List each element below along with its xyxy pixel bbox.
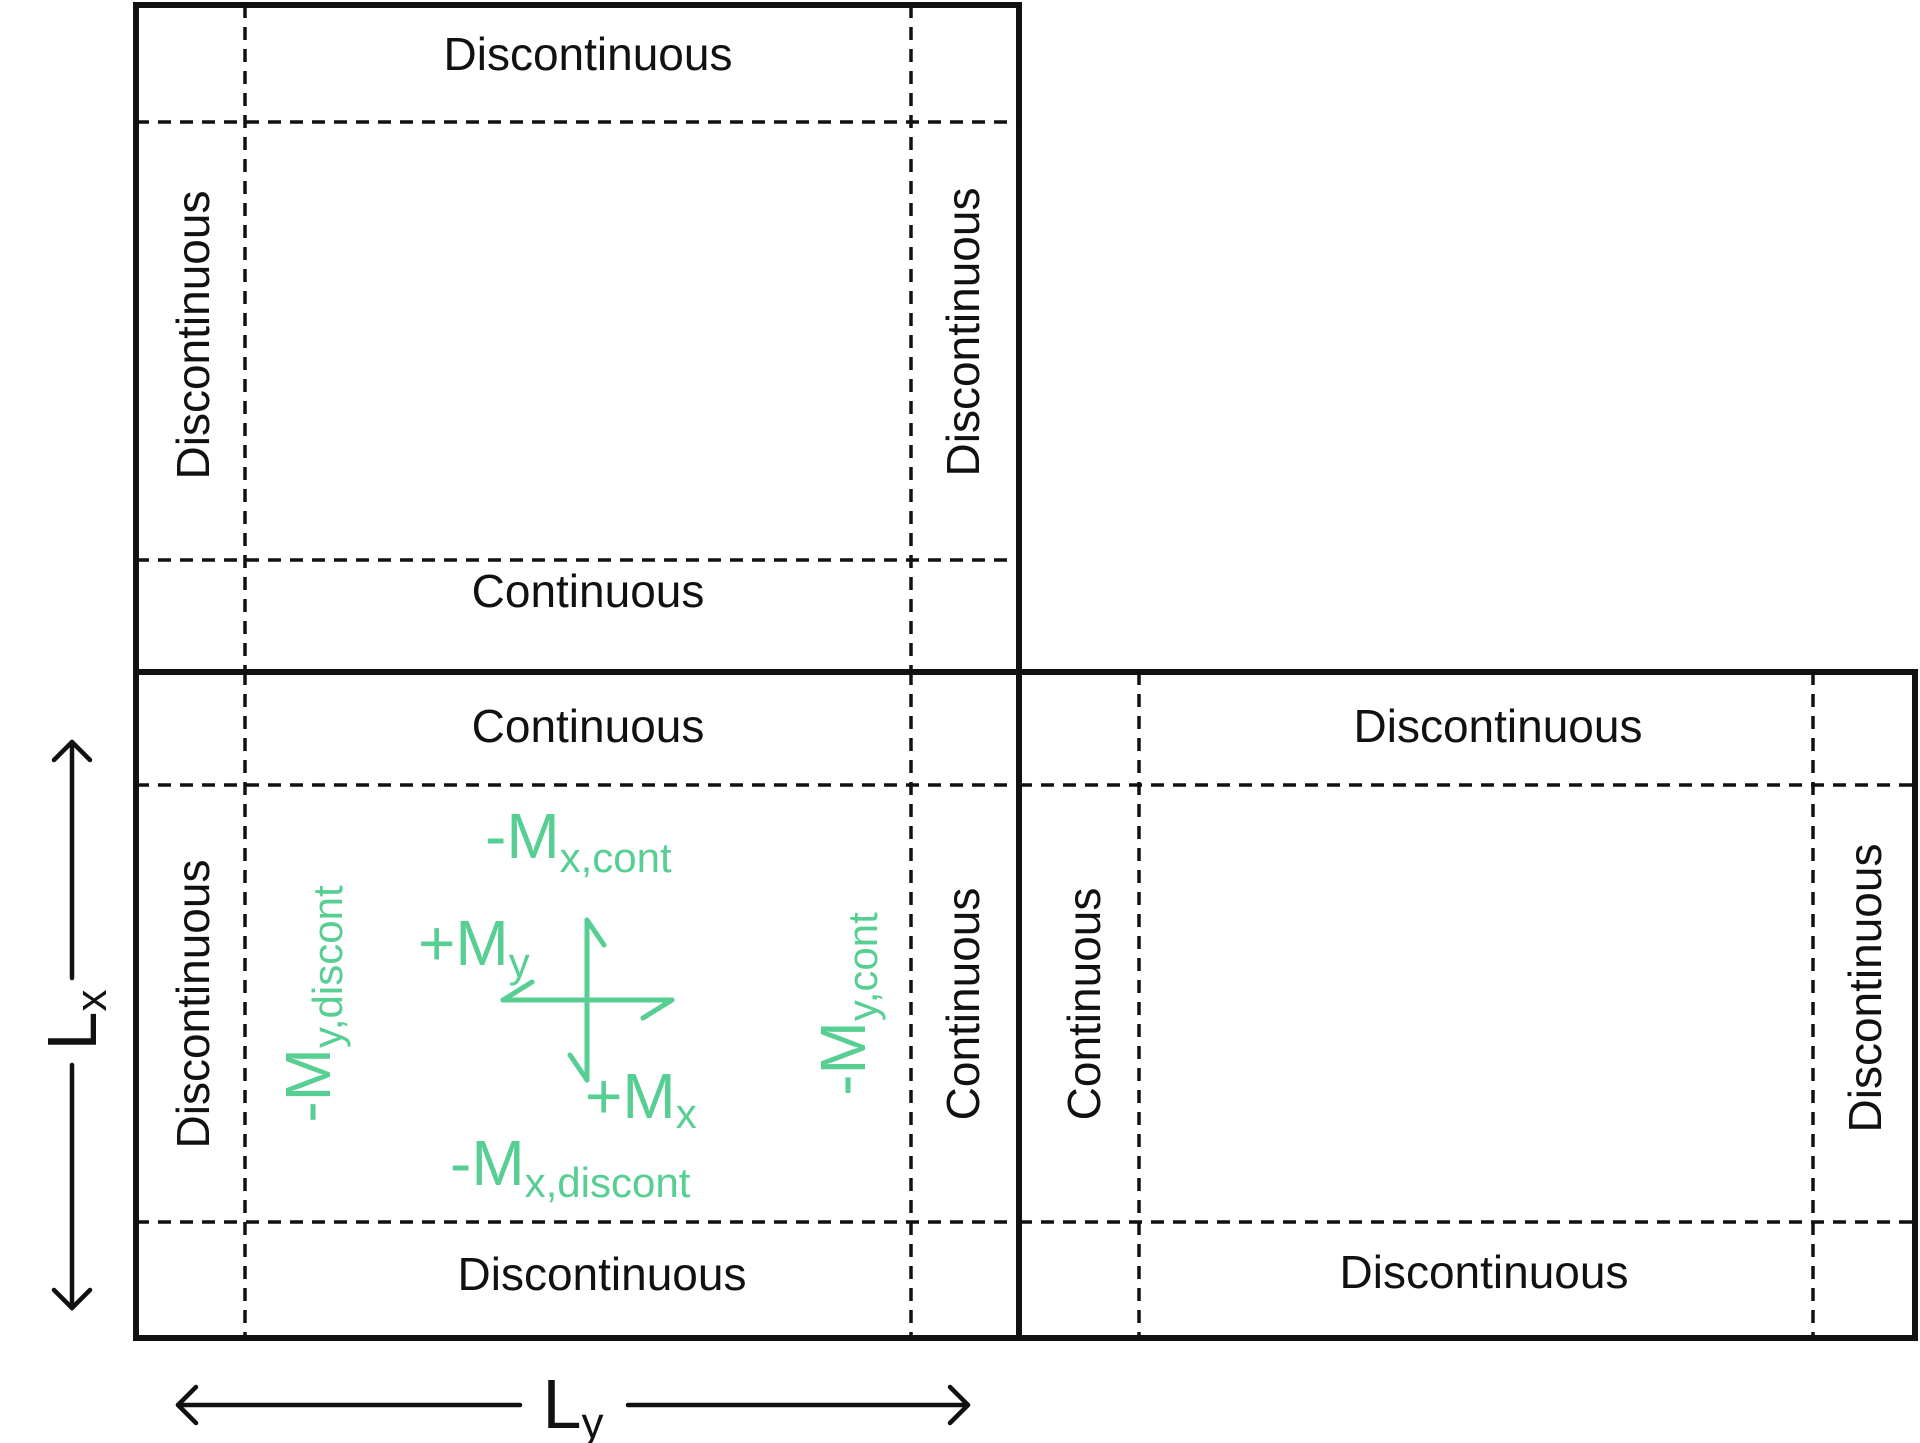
- moment-subscript: y,discont: [304, 885, 351, 1048]
- panel-top-bottom-edge-label: Continuous: [472, 565, 705, 617]
- moment-pos-mx-label: +Mx: [585, 1060, 697, 1137]
- moment-subscript: x: [676, 1090, 697, 1137]
- moment-subscript: y,cont: [839, 912, 886, 1021]
- panel-main-top-edge-label: Continuous: [472, 700, 705, 752]
- moment-main-text: -M: [450, 1127, 525, 1199]
- panel-top-top-edge-label: Discontinuous: [444, 28, 733, 80]
- panel-top-left-edge-label: Discontinuous: [167, 191, 219, 480]
- moment-main-text: -M: [485, 800, 560, 872]
- panel-top: Discontinuous Continuous Discontinuous D…: [133, 2, 1022, 675]
- moment-arrowhead-up: [584, 917, 607, 948]
- panel-main-border: [133, 669, 1022, 1341]
- panel-main-bottom-edge-label: Discontinuous: [458, 1248, 747, 1300]
- lx-dimension: Lx: [33, 739, 116, 1311]
- ly-arrowhead-right: [947, 1384, 971, 1426]
- moment-neg-my-discont-label: -My,discont: [272, 885, 351, 1123]
- ly-dimension: Ly: [175, 1365, 971, 1443]
- moment-arrowhead-right: [640, 997, 675, 1021]
- moment-main-text: -M: [272, 1048, 344, 1123]
- moment-arrowhead-down: [567, 1052, 590, 1083]
- moment-neg-mx-cont-label: -Mx,cont: [485, 800, 672, 881]
- lx-arrowhead-down: [51, 1287, 93, 1311]
- moment-neg-my-cont-label: -My,cont: [807, 912, 886, 1096]
- panel-right-right-edge-label: Discontinuous: [1839, 844, 1891, 1133]
- ly-dimension-label: Ly: [543, 1365, 604, 1443]
- lx-arrowhead-up: [51, 739, 93, 763]
- moment-arrows-icon: [500, 917, 675, 1083]
- panel-right-top-edge-label: Discontinuous: [1354, 700, 1643, 752]
- moment-arrowhead-left: [500, 979, 535, 1003]
- lx-subscript: x: [67, 990, 116, 1012]
- panel-right: Discontinuous Discontinuous Continuous D…: [1016, 669, 1918, 1341]
- lx-main-text: L: [33, 1012, 111, 1051]
- moment-neg-mx-discont-label: -Mx,discont: [450, 1127, 691, 1206]
- ly-main-text: L: [543, 1365, 582, 1443]
- panel-right-border: [1016, 669, 1918, 1341]
- lx-dimension-label: Lx: [33, 990, 116, 1051]
- panel-right-bottom-edge-label: Discontinuous: [1340, 1246, 1629, 1298]
- ly-arrowhead-left: [175, 1384, 199, 1426]
- moment-subscript: y: [509, 939, 530, 986]
- moment-pos-my-label: +My: [418, 907, 530, 986]
- moment-subscript: x,discont: [525, 1159, 691, 1206]
- moment-main-text: -M: [807, 1021, 879, 1096]
- panel-main: Continuous Discontinuous Discontinuous C…: [133, 669, 1022, 1341]
- moment-main-text: +M: [418, 907, 509, 979]
- ly-subscript: y: [581, 1399, 603, 1443]
- panel-right-left-edge-label: Continuous: [1058, 888, 1110, 1121]
- panel-top-right-edge-label: Discontinuous: [937, 188, 989, 477]
- panel-main-left-edge-label: Discontinuous: [167, 860, 219, 1149]
- moment-subscript: x,cont: [560, 834, 672, 881]
- moment-main-text: +M: [585, 1060, 676, 1132]
- panel-main-right-edge-label: Continuous: [937, 888, 989, 1121]
